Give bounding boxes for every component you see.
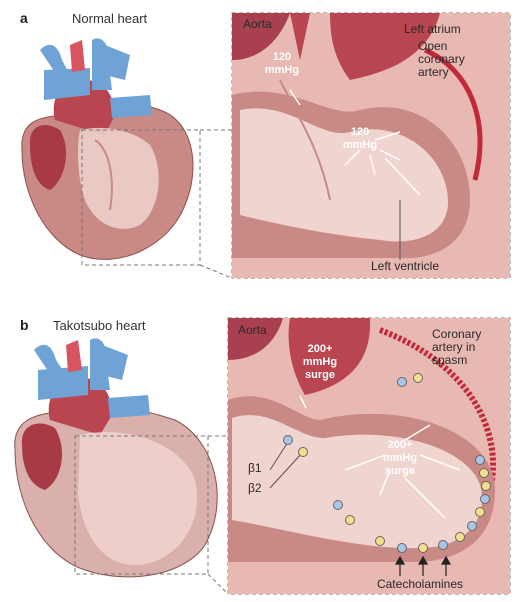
panel-b-coronary-label-1: Coronary bbox=[432, 327, 481, 341]
panel-a-ventricle-pressure-value: 120 bbox=[351, 126, 369, 138]
panel-a-outflow-pressure-unit: mmHg bbox=[265, 64, 299, 76]
takotsubo-heart-overview bbox=[14, 338, 218, 578]
beta2-receptor-label: β2 bbox=[248, 481, 262, 495]
panel-a-title: Normal heart bbox=[72, 11, 148, 26]
panel-a-left-ventricle-label: Left ventricle bbox=[371, 259, 439, 273]
panel-a-coronary-label-1: Open bbox=[418, 39, 447, 53]
panel-b-coronary-label-2: artery in bbox=[432, 340, 475, 354]
panel-a-left-atrium-label: Left atrium bbox=[404, 22, 461, 36]
panel-b-zoom-box bbox=[74, 435, 209, 575]
panel-b-outflow-pressure-value: 200+ bbox=[308, 343, 333, 355]
panel-a-ventricle-pressure-unit: mmHg bbox=[343, 139, 377, 151]
panel-a-letter: a bbox=[20, 10, 28, 26]
panel-b-ventricle-pressure-surge: surge bbox=[385, 465, 415, 477]
panel-a-outflow-pressure-value: 120 bbox=[273, 51, 291, 63]
panel-b-aorta-label: Aorta bbox=[238, 323, 267, 337]
panel-a-zoom bbox=[231, 12, 511, 279]
panel-b-coronary-label-3: spasm bbox=[432, 353, 467, 367]
panel-b-letter: b bbox=[20, 317, 29, 333]
panel-b-outflow-pressure-surge: surge bbox=[305, 369, 335, 381]
panel-b-title: Takotsubo heart bbox=[53, 318, 146, 333]
panel-a-aorta-label: Aorta bbox=[243, 17, 272, 31]
panel-a-coronary-label-2: coronary bbox=[418, 52, 465, 66]
beta1-receptor-label: β1 bbox=[248, 461, 262, 475]
panel-a-zoom-box bbox=[81, 129, 201, 266]
catecholamines-label: Catecholamines bbox=[377, 577, 463, 591]
panel-a-coronary-label-3: artery bbox=[418, 65, 449, 79]
panel-b-zoom bbox=[227, 317, 511, 595]
panel-b-outflow-pressure-unit: mmHg bbox=[303, 356, 337, 368]
panel-b-ventricle-pressure-value: 200+ bbox=[388, 439, 413, 451]
panel-b-ventricle-pressure-unit: mmHg bbox=[383, 452, 417, 464]
normal-heart-overview bbox=[21, 38, 194, 260]
